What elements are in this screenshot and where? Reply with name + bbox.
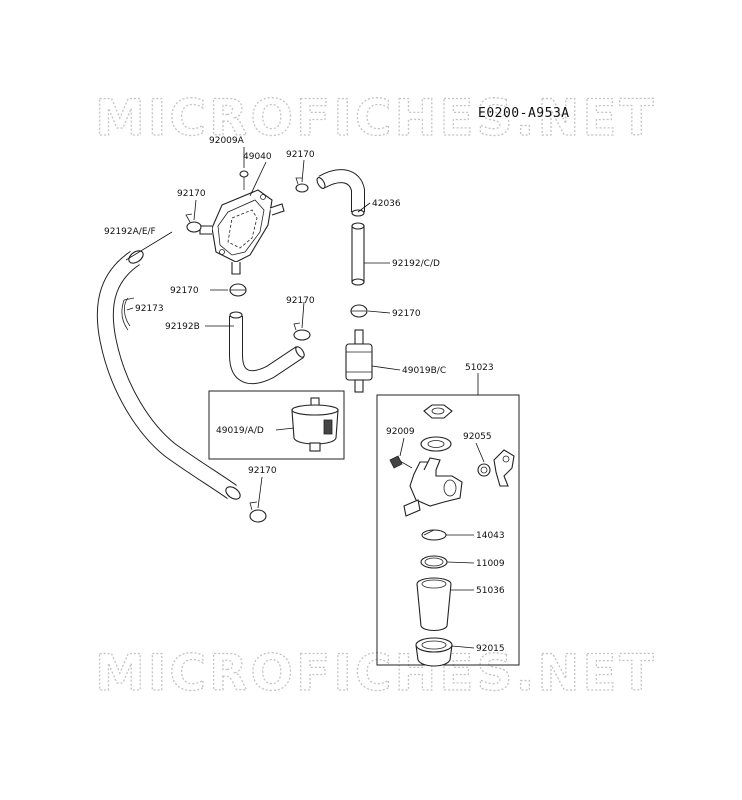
label-92170-top-left: 92170 [177, 189, 206, 199]
hose-clamp-2 [295, 177, 309, 193]
fuel-cock-box-frame [376, 394, 520, 666]
label-92009a: 92009A [209, 136, 245, 146]
fuel-filter-canister [291, 397, 339, 452]
hose-clamp-3 [229, 283, 247, 297]
fuel-filter-inline [345, 329, 373, 393]
label-14043: 14043 [476, 531, 505, 541]
fuel-pump [199, 189, 285, 275]
hose-clamp-4 [293, 322, 311, 341]
label-51036: 51036 [476, 586, 505, 596]
label-92192-c-d: 92192/C/D [392, 259, 440, 269]
fuel-cock-assembly [389, 404, 515, 667]
label-92170-filter: 92170 [392, 309, 421, 319]
label-92170-elbow: 92170 [286, 296, 315, 306]
watermark-bottom: MICROFICHES.NET [95, 644, 657, 702]
fuel-hose-lower [351, 222, 365, 286]
label-92015: 92015 [476, 644, 505, 654]
hose-clamp-1 [185, 213, 202, 233]
filter-box-frame [208, 390, 345, 460]
label-92170-long-hose: 92170 [248, 466, 277, 476]
label-92170-pump-bottom: 92170 [170, 286, 199, 296]
screw-92009a [239, 170, 249, 190]
label-51023: 51023 [465, 363, 494, 373]
label-42036: 42036 [372, 199, 401, 209]
label-92009: 92009 [386, 427, 415, 437]
leader-lines [125, 147, 485, 649]
long-hose [96, 250, 241, 500]
label-49040: 49040 [243, 152, 272, 162]
hose-clip-92173 [121, 297, 135, 331]
hose-clamp-5 [350, 304, 368, 318]
label-11009: 11009 [476, 559, 505, 569]
hose-clamp-6 [249, 501, 267, 523]
label-92170-top-right: 92170 [286, 150, 315, 160]
label-92192a-e-f: 92192A/E/F [104, 227, 156, 237]
part-labels: 92009A 49040 92170 92170 92192A/E/F 4203… [104, 136, 505, 654]
label-92055: 92055 [463, 432, 492, 442]
elbow-hose [229, 311, 305, 385]
fuel-hose-upper [316, 169, 365, 217]
watermark-top: MICROFICHES.NET [95, 89, 657, 147]
label-49019-a-d: 49019/A/D [216, 426, 264, 436]
label-92173: 92173 [135, 304, 164, 314]
diagram-code: E0200-A953A [478, 106, 570, 121]
label-92192b: 92192B [165, 322, 200, 332]
label-49019b-c: 49019B/C [402, 366, 446, 376]
